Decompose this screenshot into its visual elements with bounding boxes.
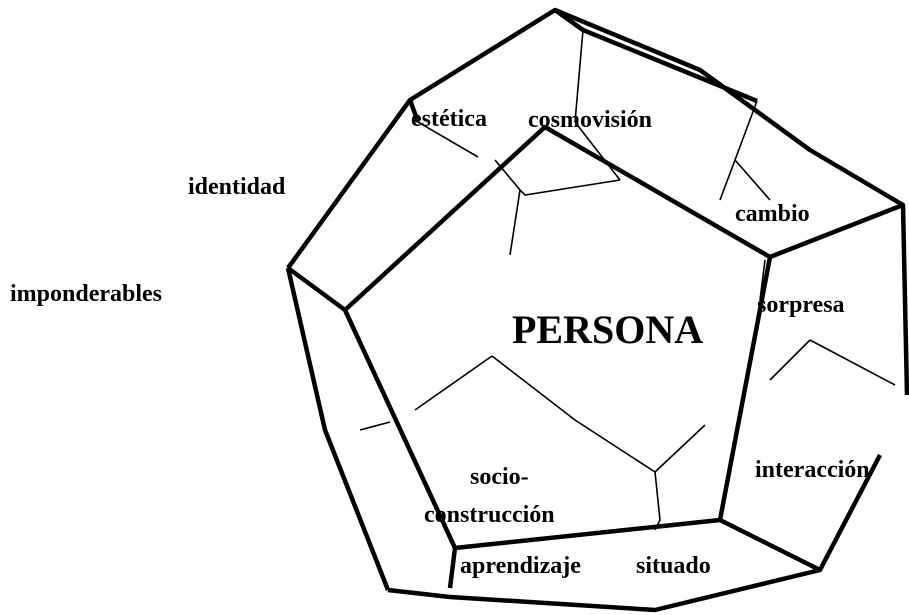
label-socio: socio- [470,464,529,490]
label-construccion: construcción [424,502,555,528]
label-estetica: estética [411,106,487,132]
label-situado: situado [636,553,711,579]
center-label-persona: PERSONA [512,307,704,352]
label-cambio: cambio [735,201,810,227]
label-interaccion: interacción [755,457,870,483]
back-edges [359,29,896,531]
label-cosmovision: cosmovisión [528,107,653,133]
label-imponderables: imponderables [10,281,163,307]
label-sorpresa: sorpresa [757,292,845,318]
label-aprendizaje: aprendizaje [460,553,581,579]
front-edges [285,7,909,613]
label-identidad: identidad [188,174,286,200]
